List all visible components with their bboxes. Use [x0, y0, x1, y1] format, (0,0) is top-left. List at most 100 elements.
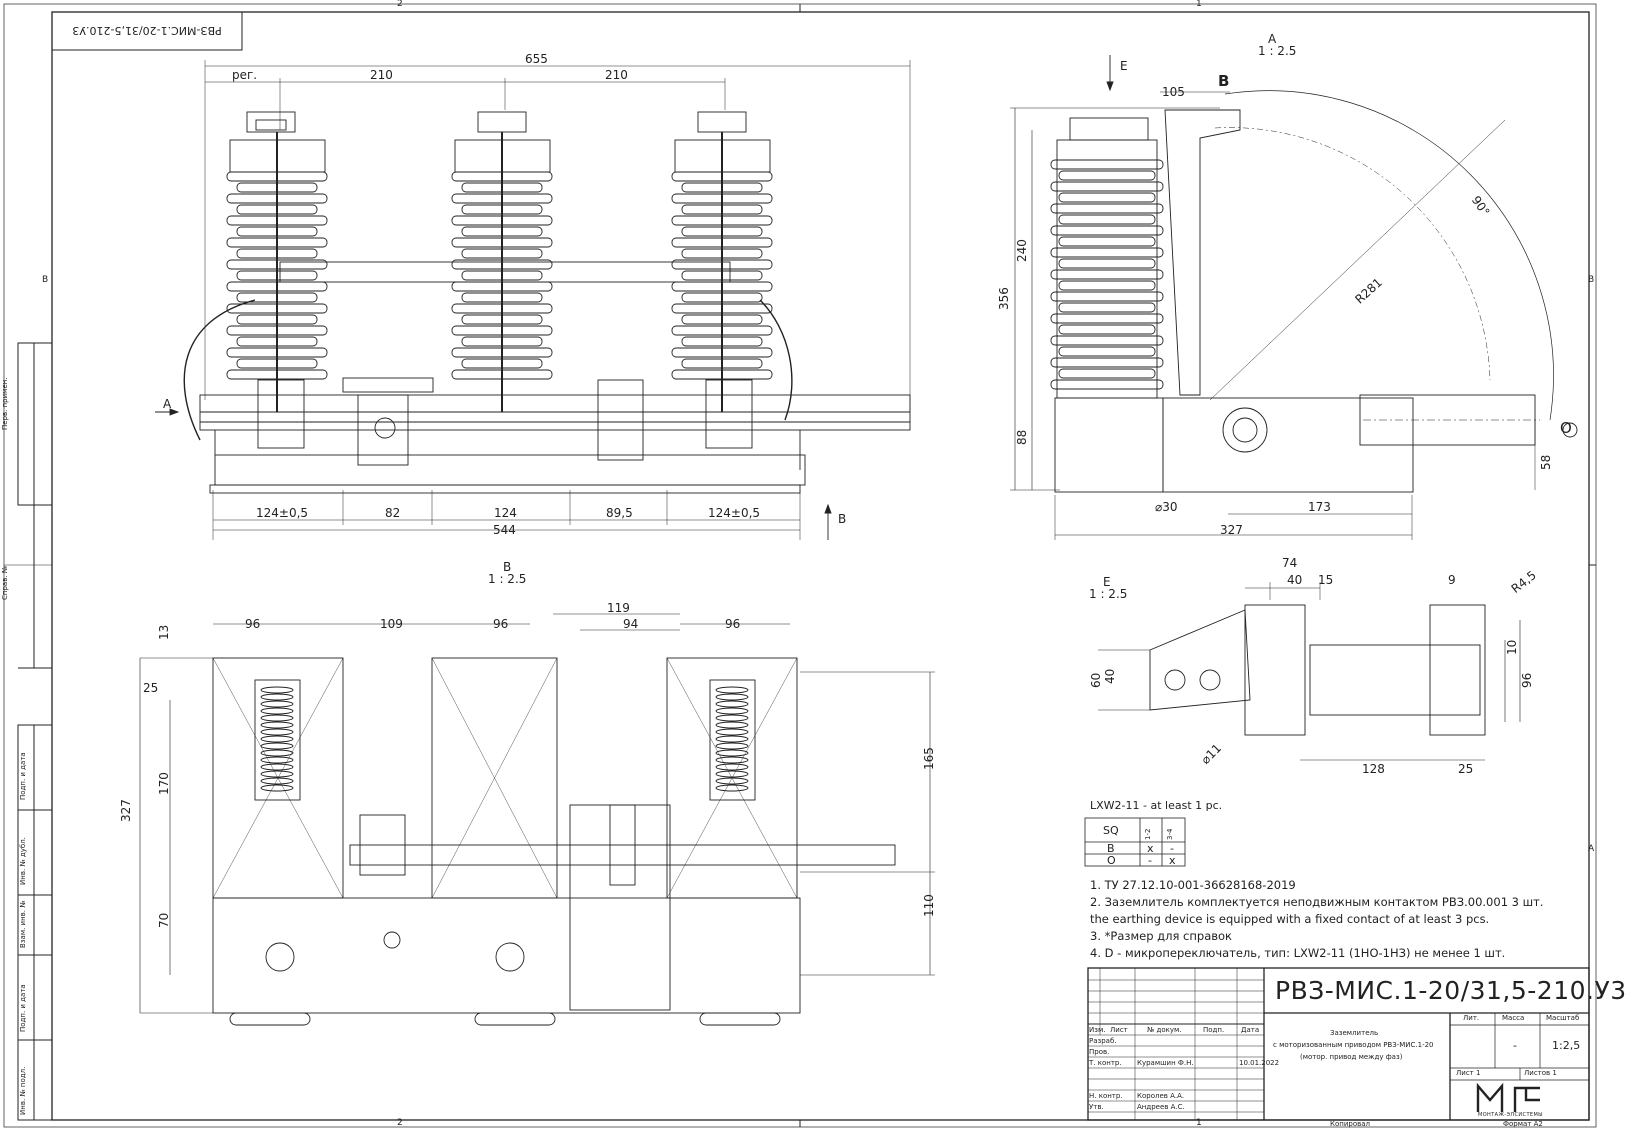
dim-25-detail: 25	[1458, 762, 1474, 776]
dim-96-b: 96	[493, 617, 509, 631]
role-n-kontr: Н. контр.	[1089, 1092, 1123, 1100]
side-position-o: O	[1560, 419, 1572, 437]
spring-coil	[715, 742, 749, 750]
spring-coil	[260, 728, 294, 736]
spring-coil	[260, 763, 294, 771]
side-view-label: A	[1268, 32, 1277, 46]
left-column-label-6: Подп. и дата	[19, 984, 27, 1032]
col-izm: Изм.	[1089, 1026, 1106, 1034]
lit-header: Лит.	[1463, 1014, 1480, 1022]
side-insulator-shed	[1050, 159, 1164, 170]
spring-coil	[260, 742, 294, 750]
view-arrow-b: B	[838, 512, 847, 526]
side-insulator-shed	[1058, 280, 1156, 291]
side-arrow-b: B	[1218, 72, 1230, 90]
dim-165: 165	[922, 747, 936, 770]
spring-coil	[260, 693, 294, 701]
dim-94: 94	[623, 617, 639, 631]
spring-coil	[715, 749, 749, 757]
side-insulator-shed	[1050, 203, 1164, 214]
left-column-label-5: Взам. инв. №	[19, 900, 27, 948]
col-podp: Подп.	[1203, 1026, 1225, 1034]
note-1: 1. ТУ 27.12.10-001-36628168-2019	[1090, 878, 1296, 892]
side-insulator-shed	[1050, 313, 1164, 324]
spring-coil	[715, 707, 749, 715]
dim-13: 13	[157, 624, 171, 640]
note-2-en: the earthing device is equipped with a f…	[1090, 912, 1490, 926]
mirrored-stamp: РВЗ-МИС.1-20/31,5-210.У3	[72, 24, 222, 37]
switch-header-12: 1-2	[1144, 828, 1152, 840]
note-2: 2. Заземлитель комплектуется неподвижным…	[1090, 895, 1544, 909]
side-insulator-shed	[1058, 236, 1156, 247]
company-name: МОНТАЖ-ЭЛСИСТЕМЫ	[1478, 1112, 1543, 1118]
bottom-view-label: B	[503, 560, 512, 574]
dim-119: 119	[607, 601, 630, 615]
spring-coil	[260, 735, 294, 743]
note-4: 4. D - микропереключатель, тип: LXW2-11 …	[1090, 946, 1506, 960]
side-insulator-shed	[1050, 291, 1164, 302]
bottom-view	[139, 613, 935, 1026]
dim-9: 9	[1448, 573, 1456, 587]
n-kontr-name: Королев А.А.	[1137, 1092, 1185, 1100]
col-list: Лист	[1110, 1026, 1128, 1034]
note-3: 3. *Размер для справок	[1090, 929, 1233, 943]
dim-327-bottom: 327	[119, 799, 133, 822]
dim-74: 74	[1282, 556, 1298, 570]
side-insulator-shed	[1050, 247, 1164, 258]
spring-coil	[715, 784, 749, 792]
role-prov: Пров.	[1089, 1048, 1110, 1056]
dim-15: 15	[1318, 573, 1334, 587]
front-view	[155, 60, 1164, 792]
mass-header: Масса	[1502, 1014, 1525, 1022]
dim-70: 70	[157, 912, 171, 928]
left-column-label-1: Перв. примен.	[1, 377, 9, 430]
spring-coil	[260, 707, 294, 715]
left-column-label-4: Инв. № дубл.	[19, 837, 27, 885]
side-insulator-shed	[1058, 346, 1156, 357]
left-column-label-7: Инв. № подл.	[19, 1066, 27, 1115]
side-insulator-shed	[1058, 302, 1156, 313]
dim-124-right: 124±0,5	[708, 506, 761, 520]
dim-110: 110	[922, 894, 936, 917]
scale-header: Масштаб	[1546, 1014, 1580, 1022]
spring-coil	[260, 700, 294, 708]
spring-coil	[260, 770, 294, 778]
detail-view-label: E	[1103, 575, 1111, 589]
dim-655: 655	[525, 52, 548, 66]
drawing-artwork	[3, 3, 1597, 1128]
dim-89-5: 89,5	[606, 506, 633, 520]
switch-row-b: B	[1107, 842, 1115, 855]
dim-173: 173	[1308, 500, 1331, 514]
insulator-cap	[454, 139, 551, 173]
insulator-cap	[674, 139, 771, 173]
spring-coil	[260, 777, 294, 785]
zone-left-b: B	[42, 275, 49, 285]
copied-label: Копировал	[1330, 1120, 1370, 1128]
insulator-terminal	[697, 111, 747, 133]
side-view-scale: 1 : 2.5	[1258, 44, 1297, 58]
zone-bottom-1: 1	[1196, 1118, 1202, 1128]
dim-88: 88	[1015, 429, 1029, 445]
dim-356: 356	[997, 287, 1011, 310]
dim-128: 128	[1362, 762, 1385, 776]
dim-96-detail: 96	[1520, 672, 1534, 688]
spring-coil	[715, 756, 749, 764]
dim-124-left: 124±0,5	[256, 506, 309, 520]
t-kontr-date: 10.01.2022	[1239, 1059, 1280, 1067]
role-t-kontr: Т. контр.	[1089, 1059, 1122, 1067]
spring-coil	[715, 693, 749, 701]
zone-top-1: 1	[1196, 0, 1202, 9]
dim-210-b: 210	[605, 68, 628, 82]
dim-170: 170	[157, 772, 171, 795]
side-insulator-shed	[1058, 258, 1156, 269]
spring-coil	[715, 735, 749, 743]
dim-40-top: 40	[1287, 573, 1303, 587]
side-view	[1010, 55, 1578, 540]
spring-coil	[715, 728, 749, 736]
switch-row-b-12: x	[1147, 842, 1154, 855]
switch-table-grid	[1084, 817, 1186, 867]
role-razrab: Разраб.	[1089, 1037, 1117, 1045]
dim-reg: рег.	[232, 68, 258, 82]
side-insulator-shed	[1050, 379, 1164, 390]
detail-view	[1098, 582, 1521, 761]
